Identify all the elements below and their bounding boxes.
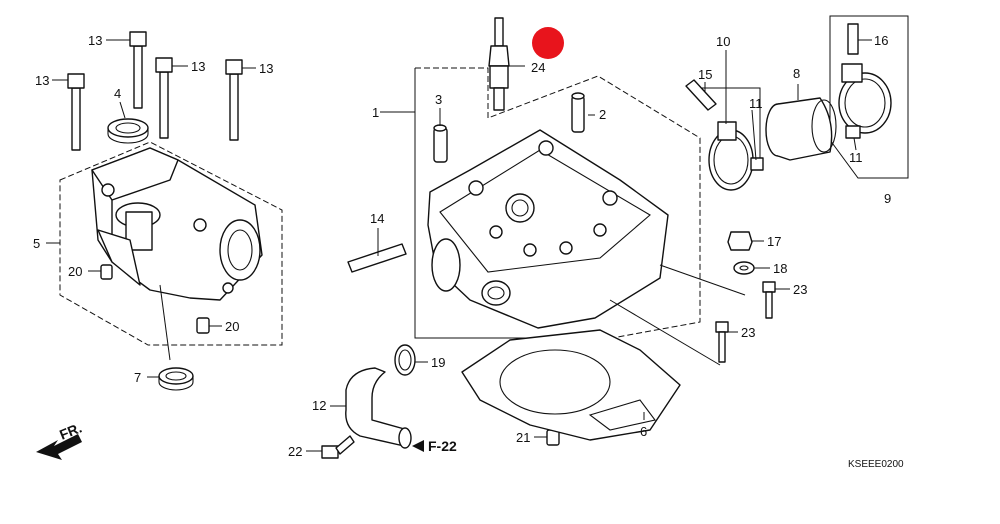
part-label-24: 24 xyxy=(531,60,545,75)
insulator-group-outline xyxy=(700,87,761,165)
part-label-13c: 13 xyxy=(191,59,205,74)
part-label-5: 5 xyxy=(33,236,40,251)
part-label-4: 4 xyxy=(114,86,121,101)
diagram-code: KSEEE0200 xyxy=(848,459,904,470)
insulator-part xyxy=(765,97,837,161)
part-label-13d: 13 xyxy=(259,61,273,76)
part-label-23b: 23 xyxy=(741,325,755,340)
head-gasket-part xyxy=(461,329,681,441)
nut-part xyxy=(727,231,755,275)
part-label-14: 14 xyxy=(370,211,384,226)
svg-text:F-22: F-22 xyxy=(428,438,457,454)
part-label-16: 16 xyxy=(874,33,888,48)
part-label-15: 15 xyxy=(698,67,712,82)
part-label-13a: 13 xyxy=(88,33,102,48)
part-label-3: 3 xyxy=(435,92,442,107)
part-label-11b: 11 xyxy=(849,150,863,165)
holder-lower-seal-part xyxy=(158,367,194,391)
water-joint-part xyxy=(345,367,412,449)
spark-plug-part xyxy=(488,17,510,111)
part-label-7: 7 xyxy=(134,370,141,385)
o-ring-part xyxy=(394,344,416,376)
leader-lines xyxy=(46,39,872,452)
part-label-6: 6 xyxy=(640,424,647,439)
long-bolt-part xyxy=(67,31,243,151)
part-label-20a: 20 xyxy=(68,264,82,279)
flange-bolt-part xyxy=(321,281,776,459)
svg-text:FR.: FR. xyxy=(57,419,84,442)
camshaft-holder-group-outline xyxy=(59,141,283,346)
highlight-marker xyxy=(532,27,564,59)
part-label-2: 2 xyxy=(599,107,606,122)
part-label-13b: 13 xyxy=(35,73,49,88)
camshaft-holder-part xyxy=(91,147,263,301)
screw-part xyxy=(685,23,859,111)
part-label-19: 19 xyxy=(431,355,445,370)
part-label-1: 1 xyxy=(372,105,379,120)
part-label-20b: 20 xyxy=(225,319,239,334)
part-label-22: 22 xyxy=(288,444,302,459)
part-label-12: 12 xyxy=(312,398,326,413)
part-label-18: 18 xyxy=(773,261,787,276)
stud-bolt-part xyxy=(347,243,407,273)
part-label-17: 17 xyxy=(767,234,781,249)
part-label-10: 10 xyxy=(716,34,730,49)
reference-f22: F-22 xyxy=(412,438,457,454)
part-label-8: 8 xyxy=(793,66,800,81)
part-label-11a: 11 xyxy=(749,96,763,111)
dowel-pin-part xyxy=(100,264,560,446)
cylinder-head-part xyxy=(427,129,669,329)
camshaft-holder-seal-part xyxy=(107,118,149,144)
part-label-23a: 23 xyxy=(793,282,807,297)
part-labels: 1 2 3 4 5 6 7 8 9 10 11 11 12 13 13 13 1… xyxy=(33,33,891,459)
front-direction-arrow: FR. xyxy=(36,419,84,460)
part-label-21: 21 xyxy=(516,430,530,445)
clamp-band-part xyxy=(708,63,892,191)
part-label-9: 9 xyxy=(884,191,891,206)
